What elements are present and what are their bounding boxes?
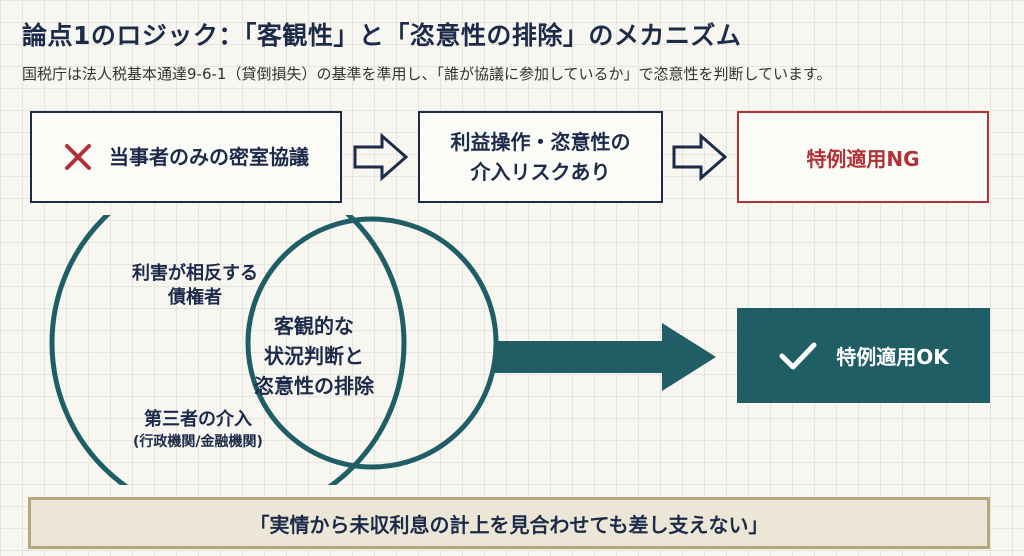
flow-result-ng: 特例適用NG	[737, 111, 989, 203]
page-subtitle: 国税庁は法人税基本通達9-6-1（貸倒損失）の基準を準用し、「誰が協議に参加して…	[22, 65, 832, 83]
result-ok-label: 特例適用OK	[836, 345, 949, 369]
flow-step-closed-discussion: 当事者のみの密室協議	[30, 111, 342, 203]
flow-arrow-icon	[353, 132, 409, 182]
venn-label-overlap: 客観的な 状況判断と 恣意性の排除	[254, 314, 374, 398]
conclusion-banner: 「実情から未収利息の計上を見合わせても差し支えない」	[28, 497, 990, 549]
conclusion-text: 「実情から未収利息の計上を見合わせても差し支えない」	[249, 512, 769, 537]
check-icon	[779, 342, 817, 369]
venn-label-third-party-sub: (行政機関/金融機関)	[133, 434, 263, 450]
flow-step-label: 当事者のみの密室協議	[109, 145, 309, 169]
page-title: 論点1のロジック：「客観性」と「恣意性の排除」のメカニズム	[22, 21, 742, 50]
cross-icon	[65, 144, 91, 170]
result-ng-label: 特例適用NG	[806, 146, 920, 171]
flow-step-manipulation-risk: 利益操作・恣意性の 介入リスクあり	[418, 111, 663, 203]
big-arrow-icon	[494, 323, 716, 391]
venn-label-third-party: 第三者の介入	[144, 409, 252, 430]
result-ok: 特例適用OK	[737, 308, 990, 403]
venn-label-creditors: 利害が相反する 債権者	[132, 263, 258, 308]
flow-arrow-icon	[672, 132, 728, 182]
venn-circle-left	[49, 215, 407, 485]
